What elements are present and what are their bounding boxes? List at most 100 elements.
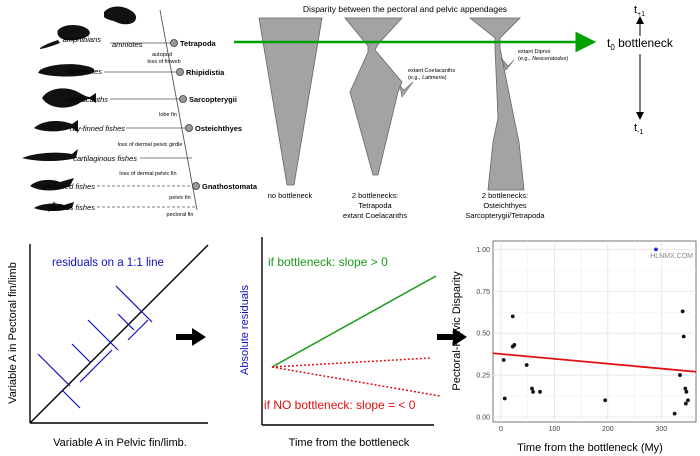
taxon-label-jawless: jawless fishes <box>48 203 96 212</box>
scatter-point-11 <box>680 309 685 314</box>
scatter-point-1 <box>510 314 515 319</box>
scatter-point-10 <box>603 398 608 403</box>
char-lobe: lobe fin <box>159 112 177 118</box>
annot-coelacanths: extant Coelacanths(e.g., Latimeria) <box>408 68 455 81</box>
dagger-armoured: † <box>53 180 57 189</box>
taxon-label-ray-finned: ray-finned fishes <box>70 124 125 133</box>
y-tick-label-2: 0.50 <box>476 331 490 338</box>
shape-no-bottleneck <box>258 17 323 186</box>
scatter-point-3 <box>512 343 517 347</box>
coelacanth-silhouette <box>42 88 96 108</box>
tree-branches <box>97 42 197 208</box>
amniote-silhouette <box>104 6 137 26</box>
chart-ticks: 0 100 200 300 0.00 0.25 0.50 0.75 1.00 <box>476 247 667 433</box>
disparity-chart: 0 100 200 300 0.00 0.25 0.50 0.75 1.00 Pectoral-… <box>451 240 697 454</box>
time-label-plus1: t+1 <box>634 4 645 18</box>
clade-label-osteichthyes: Osteichthyes <box>195 124 242 133</box>
amphibian-silhouette <box>40 25 90 49</box>
plot-area <box>492 240 697 423</box>
scatter-point-4 <box>501 358 506 362</box>
panel-b-xlabel: Time from the bottleneck <box>289 437 410 449</box>
scatter-point-18 <box>672 411 677 416</box>
scatter-point-12 <box>681 334 686 339</box>
arrow-b-to-c <box>437 328 467 346</box>
scatter-point-5 <box>524 363 529 367</box>
taxon-label-amphibians: amphibians <box>63 35 102 44</box>
caption-no-bottleneck: no bottleneck <box>268 191 313 200</box>
no-bottleneck-slope-label: if NO bottleneck: slope = < 0 <box>264 398 416 412</box>
char-dermal-girdle: loss of dermal pelvic girdle <box>118 142 183 148</box>
y-tick-label-3: 0.75 <box>476 289 490 296</box>
cartilaginous-silhouette <box>22 149 78 161</box>
char-pelvic: pelvic fin <box>169 195 190 201</box>
bottleneck-panel: Disparity between the pectoral and pelvi… <box>234 4 674 220</box>
chart-ylabel: Pectoral-Pelvic Disparity <box>451 271 463 391</box>
scatter-point-14 <box>683 386 688 391</box>
no-bottleneck-slope-line-flat <box>271 357 431 368</box>
x-tick-label-2: 200 <box>602 426 614 433</box>
time-label-zero: t0 bottleneck <box>607 36 674 52</box>
bottleneck-slope-label: if bottleneck: slope > 0 <box>268 255 388 269</box>
scatter-point-13 <box>678 373 682 377</box>
x-tick-label-1: 100 <box>549 426 561 433</box>
residual-segments <box>37 285 153 409</box>
scatter-point-7 <box>530 386 534 391</box>
shape-dipnoi-branch <box>500 57 515 71</box>
scatter-point-6 <box>502 396 507 401</box>
chart-grid <box>493 241 696 422</box>
chart-fit <box>492 352 697 373</box>
clade-label-sarcopterygii: Sarcopterygii <box>189 95 237 104</box>
scatter-point-16 <box>686 398 690 403</box>
char-autopod: autopod <box>152 52 172 58</box>
shape-coelacanth-branch <box>399 81 414 98</box>
hypothesis-panel: if bottleneck: slope > 0 if NO bottlenec… <box>239 237 441 449</box>
no-bottleneck-slope-line-down <box>271 366 441 397</box>
tree-nodes <box>170 39 200 190</box>
x-tick-label-0: 0 <box>499 426 503 433</box>
panel-a-xlabel: Variable A in Pelvic fin/limb. <box>53 437 187 449</box>
watermark: HLNMX.COM <box>650 253 693 260</box>
scatter-point-9 <box>538 389 542 394</box>
clade-label-rhipidistia: Rhipidistia <box>186 68 225 77</box>
shape-two-bottlenecks-osteichthyes <box>468 17 525 191</box>
bottleneck-title: Disparity between the pectoral and pelvi… <box>303 4 507 14</box>
panel-a-ylabel: Variable A in Pectoral fin/limb <box>7 262 19 404</box>
armoured-silhouette <box>30 178 74 191</box>
lungfish-silhouette <box>38 64 95 77</box>
ray-finned-silhouette <box>34 120 78 132</box>
bottleneck-slope-line <box>271 275 437 368</box>
y-tick-label-1: 0.25 <box>476 373 490 380</box>
scatter-point-8 <box>531 389 535 394</box>
clade-label-tetrapoda: Tetrapoda <box>180 39 217 48</box>
y-tick-label-4: 1.00 <box>476 247 490 254</box>
taxon-label-amniotes: amniotes <box>112 40 143 49</box>
char-finweb: loss of finweb <box>147 59 180 65</box>
taxon-label-coelacanths: coelacanths <box>68 95 108 104</box>
regression-line <box>492 352 697 373</box>
arrow-a-to-b <box>176 328 206 346</box>
phylogeny-panel: amniotes amphibians lungfishes coelacant… <box>22 6 258 218</box>
residuals-label: residuals on a 1:1 line <box>52 257 164 269</box>
time-label-minus1: t-1 <box>634 122 643 136</box>
dagger-jawless: † <box>52 200 56 209</box>
scatter-point-0 <box>654 247 658 252</box>
taxon-label-cartilaginous: cartilaginous fishes <box>73 154 137 163</box>
taxa-silhouettes <box>22 6 137 211</box>
y-tick-label-0: 0.00 <box>476 414 490 421</box>
char-pectoral: pectoral fin <box>167 212 194 218</box>
taxon-label-lungfishes: lungfishes <box>68 67 102 76</box>
panel-b-ylabel: Absolute residuals <box>239 285 251 375</box>
char-dermal-fin: loss of dermal pelvic fin <box>119 171 176 177</box>
scatter-point-15 <box>684 389 689 394</box>
chart-points <box>501 247 690 416</box>
annot-dipnoi: extant Dipnoi(e.g., Neoceratodus) <box>518 49 568 62</box>
scatter-point-17 <box>683 401 688 406</box>
x-tick-label-3: 300 <box>655 426 667 433</box>
residuals-panel: residuals on a 1:1 line Variable A in Pe… <box>7 244 209 449</box>
taxon-label-armoured: armoured fishes <box>41 182 95 191</box>
chart-xlabel: Time from the bottleneck (My) <box>517 442 663 454</box>
identity-line <box>29 244 209 424</box>
